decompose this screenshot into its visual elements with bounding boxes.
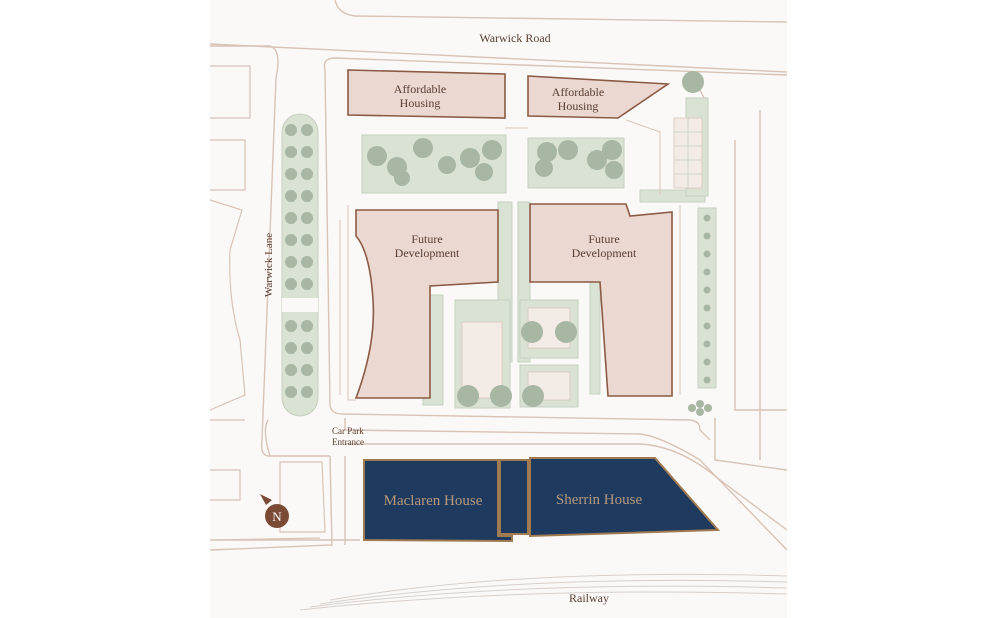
affordable-housing-label-1a: Affordable [394,82,446,96]
road-label-south: Railway [569,591,609,605]
railway-tracks [299,573,788,611]
future-development-label-2b: Development [572,246,637,260]
compass-north-icon: N [260,494,289,528]
sherrin-house-block[interactable] [529,457,721,538]
affordable-housing-label-1b: Housing [400,96,441,110]
road-label-west: Warwick Lane [263,233,275,297]
future-development-label-2a: Future [588,232,619,246]
car-park-entrance-label-line2: Entrance [332,437,364,447]
block-outlines [339,119,681,401]
west-buildings [209,65,326,541]
avenue-crossing [282,298,318,312]
sherrin-house-label: Sherrin House [556,492,643,508]
maclaren-house-block[interactable] [363,459,513,543]
future-development-label-1b: Development [395,246,460,260]
future-development-block-east [529,203,673,397]
tree-avenue [281,113,319,417]
compass-letter: N [272,509,282,524]
courtyard-trees [367,71,712,416]
affordable-housing-label-2b: Housing [558,99,599,113]
affordable-housing-label-2a: Affordable [552,85,604,99]
road-label-north: Warwick Road [479,31,550,45]
grid-lines [674,118,702,188]
future-development-label-1a: Future [411,232,442,246]
maclaren-house-label: Maclaren House [384,493,483,509]
avenue-trees [285,124,313,398]
affordable-housing-block-east [527,75,671,119]
east-row-trees [703,214,711,384]
car-park-entrance-label-line1: Car Park [332,426,364,436]
affordable-housing-block-west [347,69,506,119]
connector-block[interactable] [499,459,529,535]
future-development-block-west [354,209,499,399]
